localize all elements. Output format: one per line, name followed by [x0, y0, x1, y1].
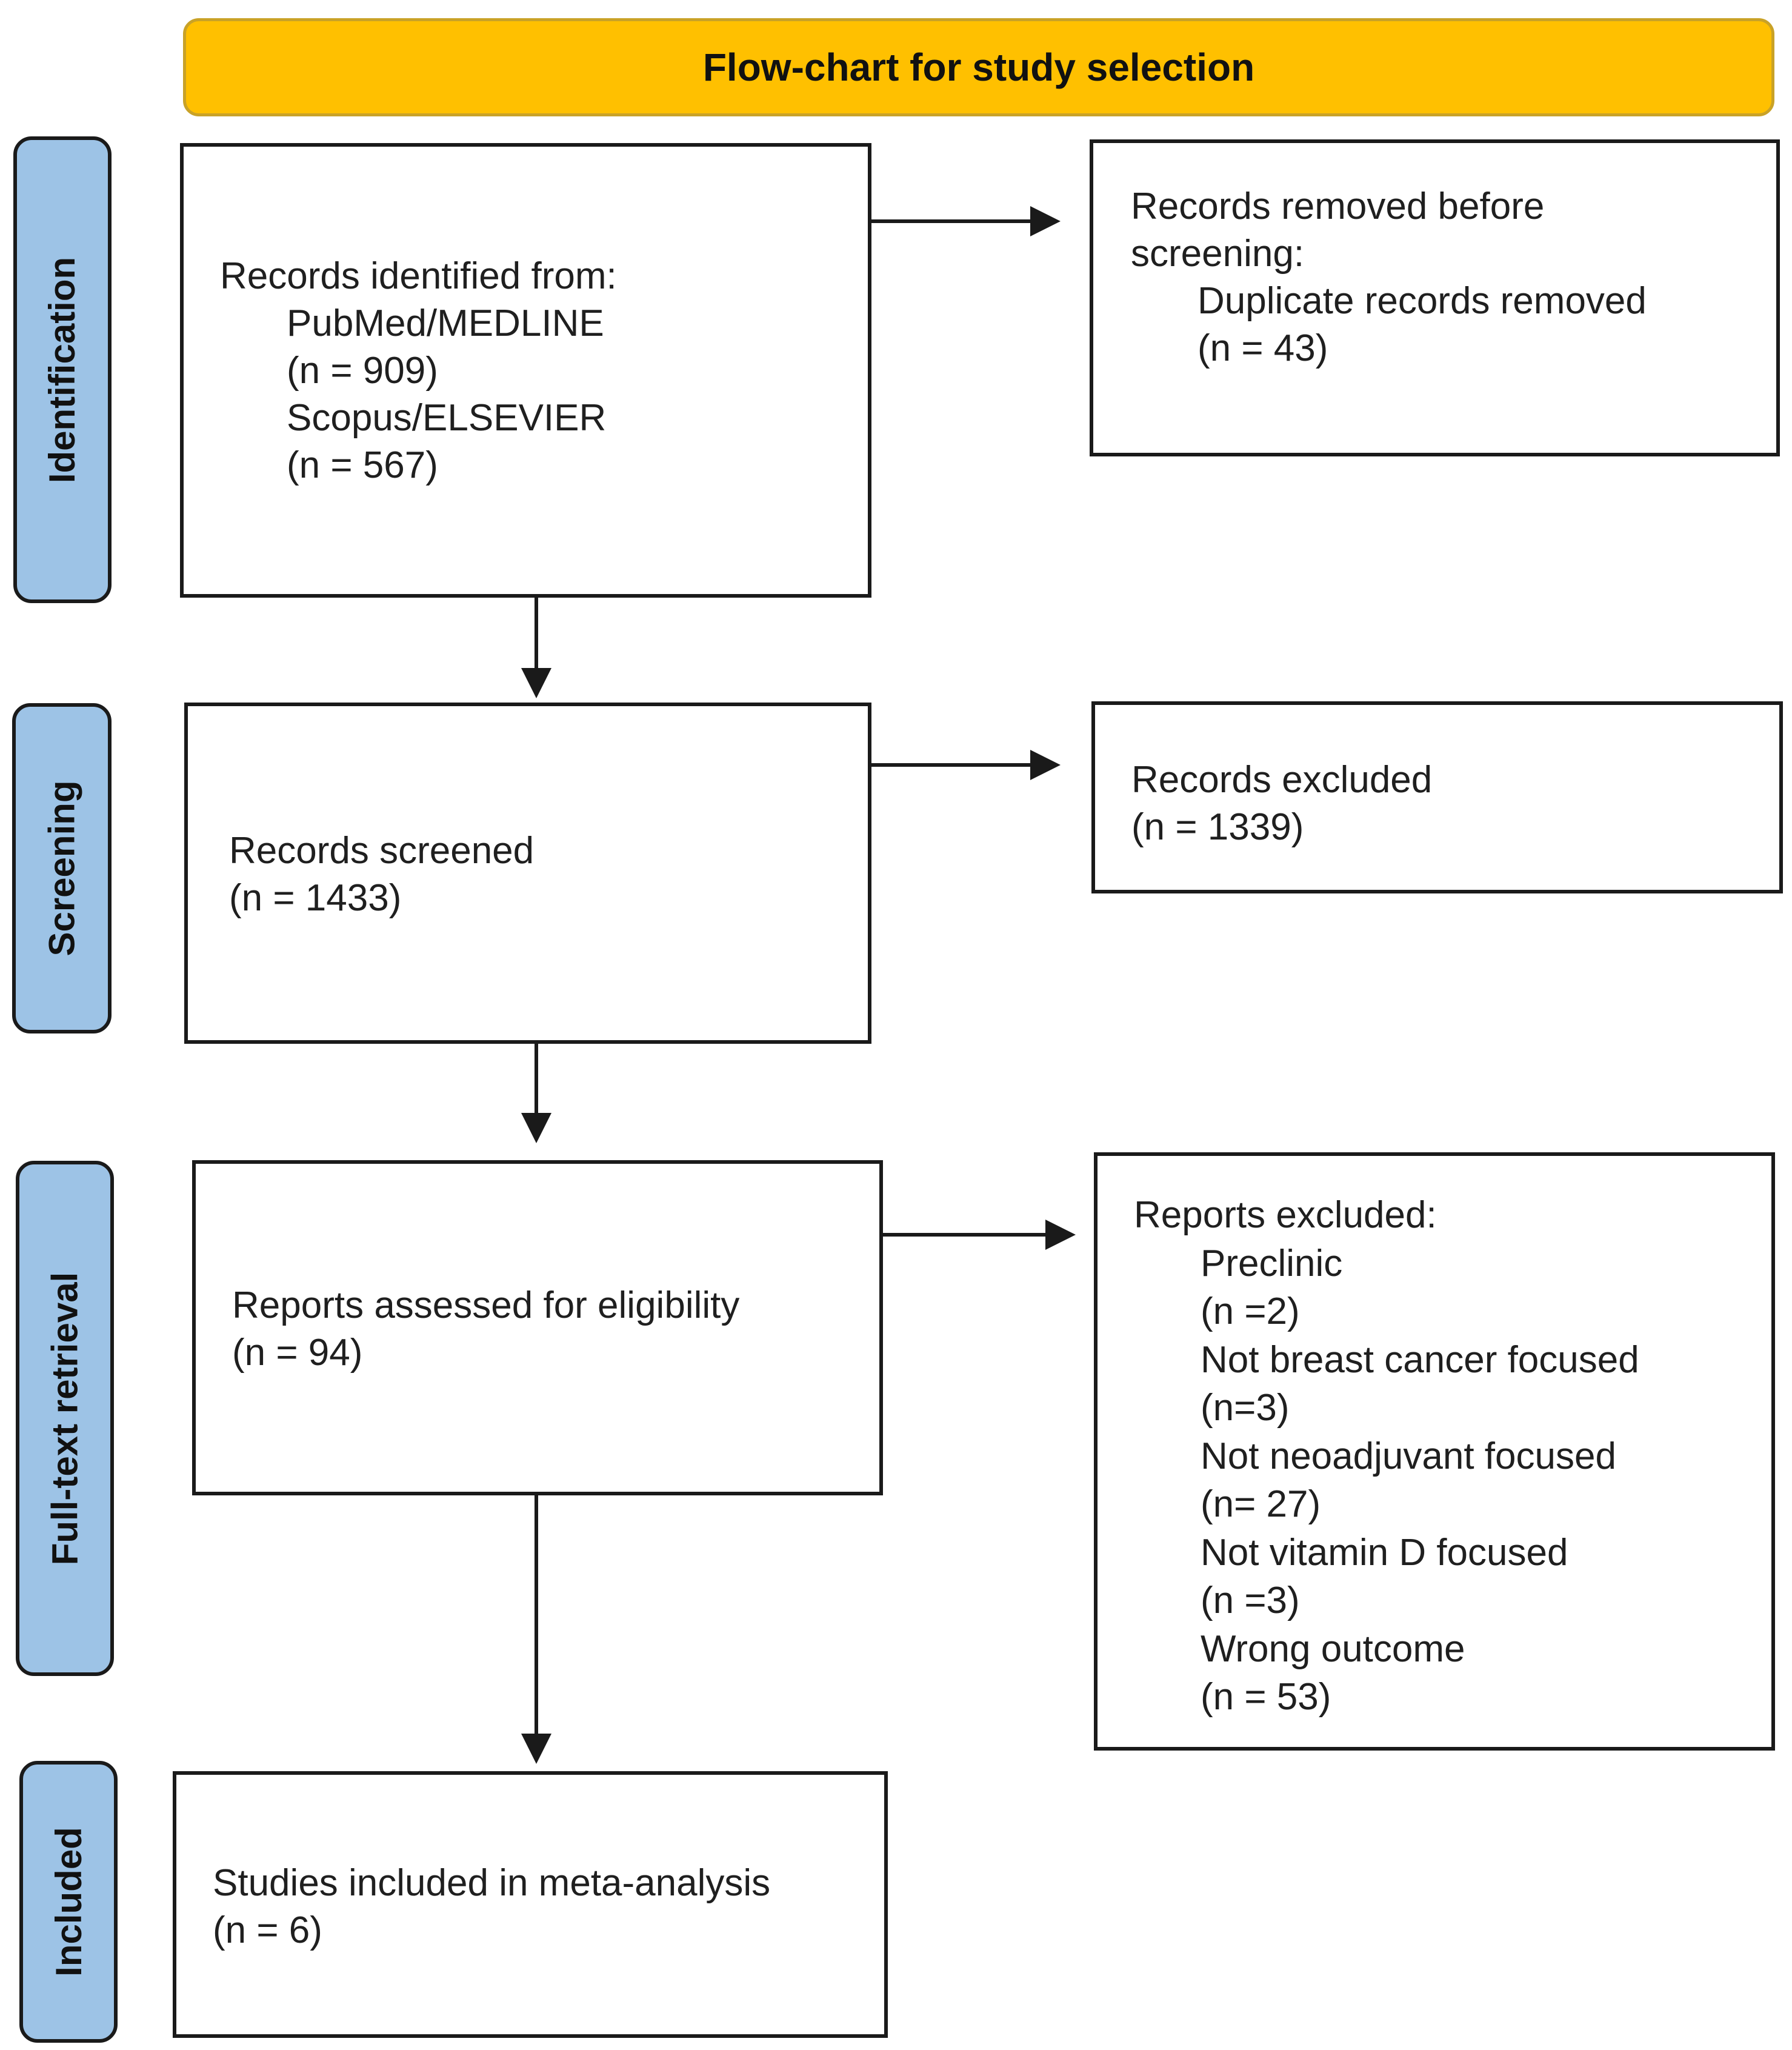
arrowhead-icon [1030, 206, 1061, 236]
records-identified-text: Records identified from: PubMed/MEDLINE … [220, 253, 617, 489]
flowchart-title: Flow-chart for study selection [702, 45, 1255, 89]
source-scopus-count: (n = 567) [287, 444, 438, 486]
flowchart-header: Flow-chart for study selection [183, 18, 1774, 116]
arrowhead-icon [521, 1113, 551, 1143]
reason-label: Not breast cancer focused [1201, 1338, 1639, 1381]
reports-assessed-label: Reports assessed for eligibility [232, 1284, 740, 1326]
reports-assessed-text: Reports assessed for eligibility (n = 94… [232, 1282, 739, 1377]
reason-label: Preclinic [1201, 1242, 1343, 1284]
records-screened-count: (n = 1433) [229, 877, 402, 919]
reason-label: Wrong outcome [1201, 1628, 1465, 1670]
reports-assessed-count: (n = 94) [232, 1332, 363, 1374]
records-screened-box: Records screened (n = 1433) [184, 703, 871, 1044]
reason-label: Not vitamin D focused [1201, 1531, 1568, 1574]
stage-screening: Screening [12, 703, 112, 1033]
records-removed-heading-2: screening: [1131, 233, 1305, 275]
duplicates-removed-label: Duplicate records removed [1197, 280, 1647, 322]
records-screened-label: Records screened [229, 830, 535, 872]
reports-excluded-heading: Reports excluded: [1134, 1194, 1437, 1236]
reason-count: (n =2) [1201, 1290, 1300, 1332]
records-removed-box: Records removed before screening: Duplic… [1090, 139, 1780, 456]
reason-label: Not neoadjuvant focused [1201, 1435, 1616, 1477]
records-excluded-box: Records excluded (n = 1339) [1091, 701, 1783, 893]
records-screened-text: Records screened (n = 1433) [229, 827, 534, 922]
reason-count: (n= 27) [1201, 1483, 1321, 1525]
records-excluded-count: (n = 1339) [1131, 806, 1304, 848]
reason-count: (n=3) [1201, 1387, 1290, 1429]
reason-count: (n = 53) [1201, 1676, 1331, 1718]
records-excluded-label: Records excluded [1131, 759, 1433, 801]
arrowhead-icon [521, 1734, 551, 1764]
source-pubmed-count: (n = 909) [287, 350, 438, 392]
studies-included-box: Studies included in meta-analysis (n = 6… [173, 1771, 888, 2038]
reports-excluded-box: Reports excluded: Preclinic (n =2) Not b… [1094, 1152, 1775, 1751]
records-identified-box: Records identified from: PubMed/MEDLINE … [180, 143, 871, 598]
stage-full-text-retrieval: Full-text retrieval [16, 1161, 114, 1676]
studies-included-label: Studies included in meta-analysis [213, 1862, 771, 1904]
reports-assessed-box: Reports assessed for eligibility (n = 94… [192, 1160, 883, 1495]
stage-included: Included [19, 1761, 118, 2043]
reason-count: (n =3) [1201, 1580, 1300, 1621]
records-identified-heading: Records identified from: [220, 255, 617, 297]
arrowhead-icon [1045, 1220, 1076, 1250]
records-removed-text: Records removed before screening: Duplic… [1131, 183, 1647, 372]
source-scopus: Scopus/ELSEVIER [287, 397, 607, 439]
source-pubmed: PubMed/MEDLINE [287, 302, 604, 344]
studies-included-text: Studies included in meta-analysis (n = 6… [213, 1860, 770, 1954]
records-excluded-text: Records excluded (n = 1339) [1131, 756, 1432, 851]
arrowhead-icon [521, 668, 551, 698]
reports-excluded-text: Reports excluded: Preclinic (n =2) Not b… [1134, 1191, 1639, 1721]
records-removed-heading-1: Records removed before [1131, 185, 1545, 227]
arrowhead-icon [1030, 750, 1061, 780]
stage-identification: Identification [13, 136, 112, 603]
duplicates-removed-count: (n = 43) [1197, 327, 1328, 369]
studies-included-count: (n = 6) [213, 1909, 322, 1951]
